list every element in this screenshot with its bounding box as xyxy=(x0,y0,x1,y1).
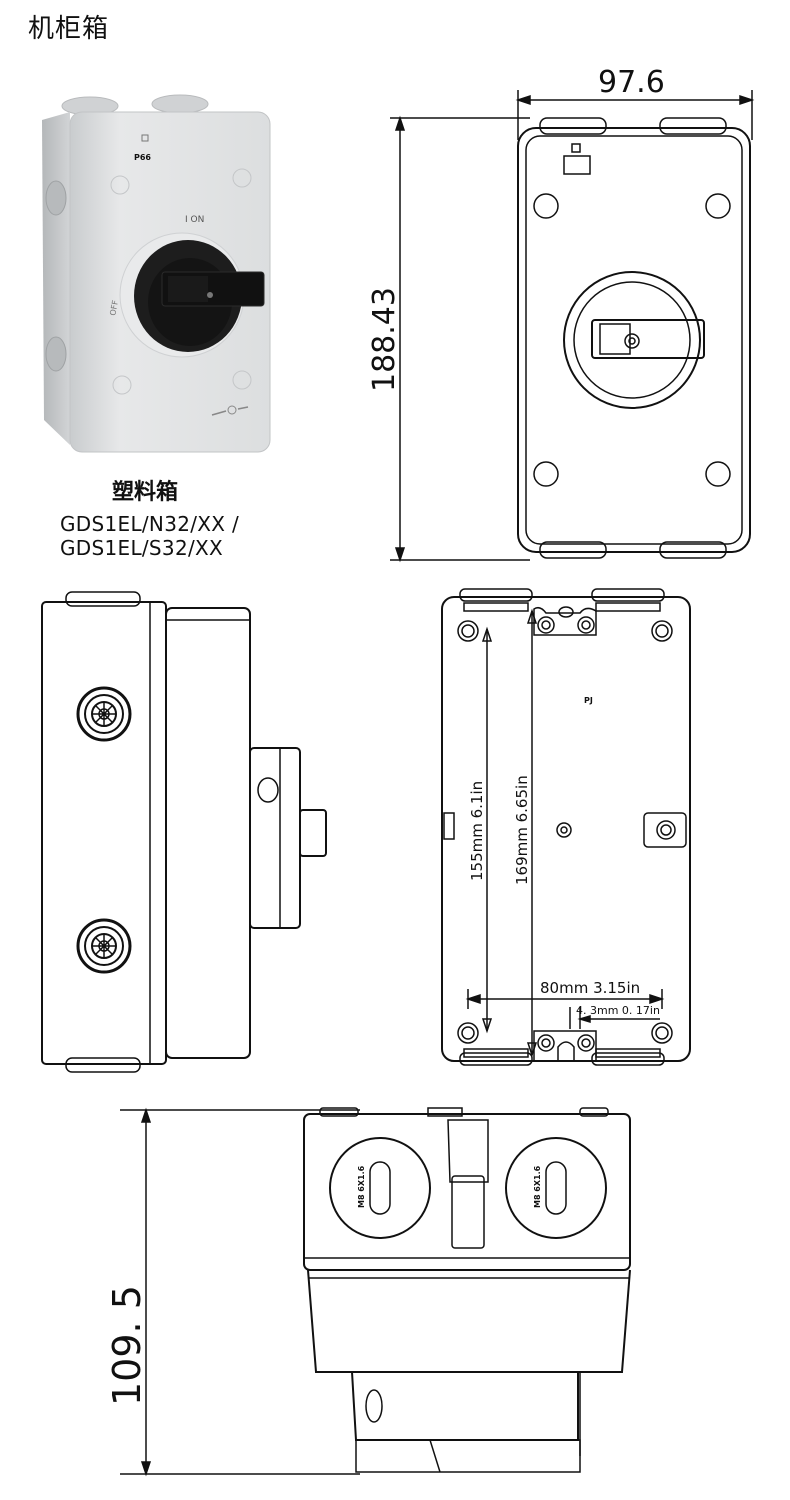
product-caption: 塑料箱 xyxy=(112,480,179,505)
back-dim-slot: 4. 3mm 0. 17in xyxy=(576,1004,660,1017)
off-label: OFF xyxy=(108,299,120,316)
bottom-view-drawing: 109. 5 M8 6X1.6 M8 6X1.6 xyxy=(105,1107,631,1477)
page-title: 机柜箱 xyxy=(28,14,110,44)
model-number-1: GDS1EL/N32/XX / xyxy=(60,512,239,536)
back-dim-80: 80mm 3.15in xyxy=(540,979,640,997)
on-label: I ON xyxy=(185,215,204,225)
side-view-drawing xyxy=(41,591,327,1073)
front-height-dim: 188.43 xyxy=(367,287,402,392)
back-mark: PJ xyxy=(584,696,593,705)
bottom-depth-dim: 109. 5 xyxy=(105,1285,149,1406)
back-view-drawing: PJ 155mm 6.1in 169mm 6.65in 80mm 3.15in … xyxy=(441,588,691,1066)
product-photo: P66 I ON OFF xyxy=(42,94,271,453)
front-width-dim: 97.6 xyxy=(598,65,665,100)
front-view-drawing: 97.6 188.43 xyxy=(367,65,755,563)
back-dim-155: 155mm 6.1in xyxy=(468,781,486,881)
gland-label-right: M8 6X1.6 xyxy=(533,1165,542,1208)
ip-rating-label: P66 xyxy=(134,153,151,162)
gland-label-left: M8 6X1.6 xyxy=(357,1165,366,1208)
back-dim-169: 169mm 6.65in xyxy=(513,775,531,885)
model-number-2: GDS1EL/S32/XX xyxy=(60,536,224,560)
